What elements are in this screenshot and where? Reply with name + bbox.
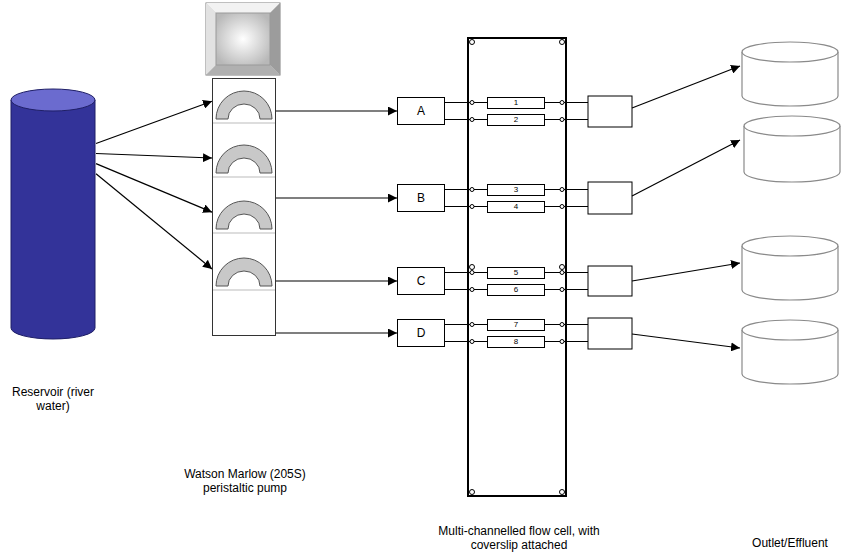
- roller-divider: [213, 177, 275, 178]
- flow-arrow: [276, 280, 397, 281]
- peristaltic-pump: Watson Marlow (205S) peristaltic pump: [212, 78, 276, 336]
- pump-roller: [216, 145, 272, 173]
- box-label: D: [417, 326, 426, 340]
- flow-arrow: [96, 164, 212, 213]
- channel-number: 5: [514, 268, 518, 278]
- pump-roller: [216, 91, 272, 119]
- flow-arrow: [96, 154, 212, 158]
- flow-arrow: [276, 332, 397, 333]
- channel-number: 3: [514, 185, 518, 195]
- channel-number: 1: [514, 98, 518, 108]
- flow-channel: 2: [487, 114, 545, 126]
- flow-channel: 4: [487, 201, 545, 213]
- flow-arrow: [96, 101, 212, 143]
- inlet-manifold-box: B: [397, 184, 445, 212]
- flow-arrow: [276, 197, 397, 198]
- outlet-arrows: [632, 66, 740, 348]
- inlet-manifold-box: C: [397, 267, 445, 295]
- reservoir-cylinder: Reservoir (river water): [10, 88, 96, 340]
- pump-roller: [216, 258, 272, 286]
- pump-rollers: [213, 79, 275, 335]
- flow-channel: 8: [487, 336, 545, 348]
- channel-number: 4: [514, 202, 518, 212]
- flow-cell-screws: [470, 40, 565, 495]
- pump-roller: [216, 201, 272, 229]
- flow-channel: 3: [487, 184, 545, 196]
- channel-number: 6: [514, 285, 518, 295]
- channel-number: 8: [514, 337, 518, 347]
- flow-cell: 12345678Multi-channelled flow cell, with…: [467, 37, 567, 497]
- flow-channel: 5: [487, 267, 545, 279]
- flow-arrow: [276, 110, 397, 111]
- box-label: C: [417, 274, 426, 288]
- effluent-container: [742, 42, 840, 384]
- inlet-manifold-box: A: [397, 97, 445, 125]
- component-label: Reservoir (river water): [8, 385, 98, 413]
- reservoir-cylinder-shape: [10, 88, 96, 340]
- box-label: A: [417, 104, 425, 118]
- cylinder-body: [11, 100, 95, 339]
- flow-channel: 6: [487, 284, 545, 296]
- roller-divider: [213, 233, 275, 234]
- component-label: Watson Marlow (205S) peristaltic pump: [166, 467, 324, 495]
- channel-number: 2: [514, 115, 518, 125]
- flow-arrow: [96, 174, 212, 269]
- component-label: Multi-channelled flow cell, with coversl…: [425, 524, 613, 552]
- group-label: Outlet/Effluent: [735, 536, 845, 550]
- roller-divider: [213, 123, 275, 124]
- box-label: B: [417, 191, 425, 205]
- channel-number: 7: [514, 320, 518, 330]
- flow-channel: 7: [487, 319, 545, 331]
- roller-divider: [213, 290, 275, 291]
- cylinder-top: [11, 89, 95, 111]
- pump-head: [206, 3, 280, 75]
- inlet-manifold-box: D: [397, 319, 445, 347]
- outlet-manifold: [588, 96, 632, 349]
- flow-channel: 1: [487, 97, 545, 109]
